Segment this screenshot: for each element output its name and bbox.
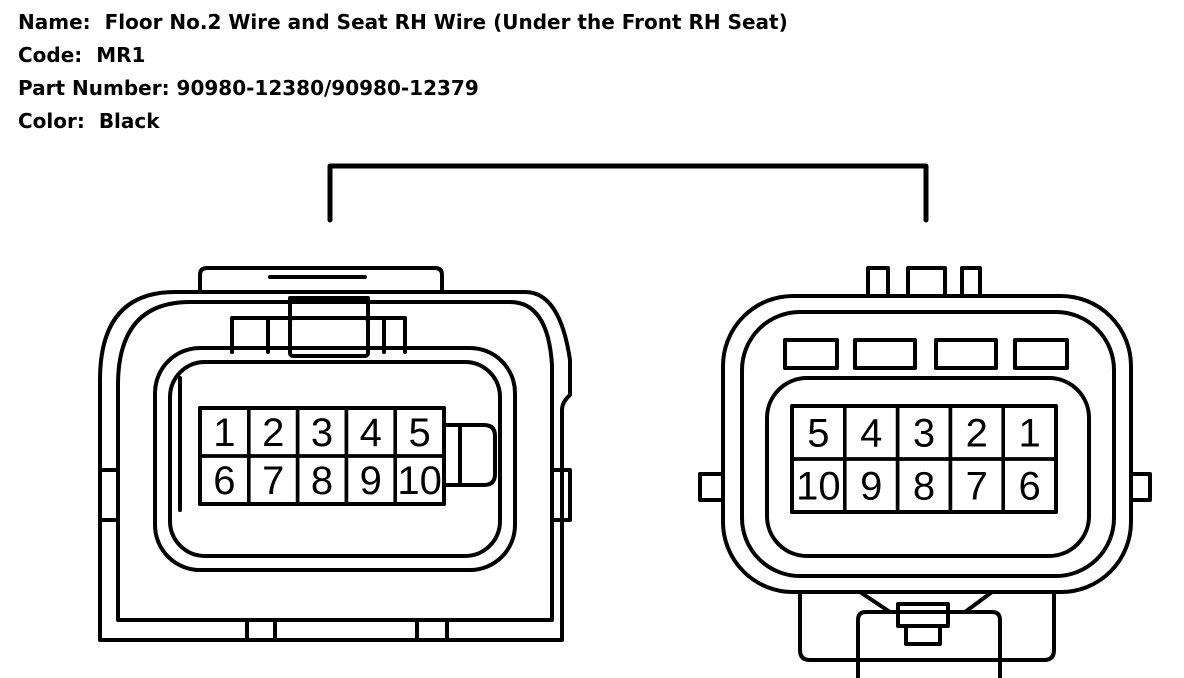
- pin-number: 6: [1018, 465, 1040, 509]
- right-cavity-frame: [765, 376, 1091, 558]
- right-side-tab-left: [698, 472, 725, 502]
- part-number-row: Part Number: 90980-12380/90980-12379: [18, 72, 788, 105]
- left-side-step-right: [550, 468, 572, 522]
- name-value: Floor No.2 Wire and Seat RH Wire (Under …: [104, 10, 788, 34]
- pin-number: 8: [311, 459, 333, 503]
- pin-cell: [393, 454, 446, 506]
- part-number-value: 90980-12380/90980-12379: [176, 76, 479, 100]
- color-label: Color:: [18, 109, 85, 133]
- right-housing-outer: [721, 294, 1133, 594]
- right-side-tab-right: [1129, 472, 1152, 502]
- pin-number: 9: [360, 459, 382, 503]
- right-housing-wall: [740, 310, 1116, 578]
- right-bottom-lock-outer: [798, 590, 1056, 662]
- left-housing-outer: [98, 290, 572, 642]
- pin-number: 10: [397, 459, 442, 503]
- right-bottom-lock-window: [904, 624, 942, 646]
- pin-number: 5: [807, 412, 829, 456]
- name-row: Name: Floor No.2 Wire and Seat RH Wire (…: [18, 6, 788, 39]
- right-top-slot-2: [853, 338, 917, 370]
- pin-number: 5: [408, 411, 430, 455]
- code-row: Code: MR1: [18, 39, 788, 72]
- part-number-label: Part Number:: [18, 76, 170, 100]
- pin-number: 2: [262, 411, 284, 455]
- left-cavity-frame: [168, 360, 502, 558]
- name-label: Name:: [18, 10, 91, 34]
- left-lock-button: [288, 316, 370, 358]
- pin-number: 3: [913, 412, 935, 456]
- pin-number: 6: [213, 459, 235, 503]
- pin-number: 7: [966, 465, 988, 509]
- color-row: Color: Black: [18, 105, 788, 138]
- pin-number: 10: [796, 465, 841, 509]
- color-value: Black: [98, 109, 160, 133]
- mating-bracket: [327, 163, 929, 223]
- right-top-tab-2: [906, 266, 947, 298]
- right-top-slot-3: [934, 338, 998, 370]
- pin-number: 8: [913, 465, 935, 509]
- pin-number: 9: [860, 465, 882, 509]
- pin-number: 1: [213, 411, 235, 455]
- right-bottom-lock-button: [896, 602, 950, 628]
- right-top-tab-3: [960, 266, 982, 298]
- pin-number: 2: [966, 412, 988, 456]
- left-top-latch: [198, 266, 444, 294]
- left-bottom-tab: [245, 618, 449, 642]
- left-inner-frame: [153, 346, 517, 572]
- connector-info: Name: Floor No.2 Wire and Seat RH Wire (…: [18, 6, 788, 138]
- right-top-slot-1: [783, 338, 839, 370]
- left-housing-wall: [116, 300, 554, 622]
- left-side-step-left: [98, 468, 120, 522]
- pin-cell: [1001, 457, 1058, 514]
- pin-number: 4: [360, 411, 382, 455]
- left-connector: [98, 266, 572, 642]
- pin-number: 1: [1018, 412, 1040, 456]
- right-bottom-lock-block: [856, 610, 1002, 678]
- right-top-tab-1: [866, 266, 890, 298]
- right-top-slot-4: [1013, 338, 1069, 370]
- left-lock-block: [230, 296, 407, 354]
- pin-number: 3: [311, 411, 333, 455]
- code-label: Code:: [18, 43, 83, 67]
- left-side-latch: [442, 423, 497, 487]
- pin-number: 4: [860, 412, 882, 456]
- pin-number: 7: [262, 459, 284, 503]
- code-value: MR1: [96, 43, 146, 67]
